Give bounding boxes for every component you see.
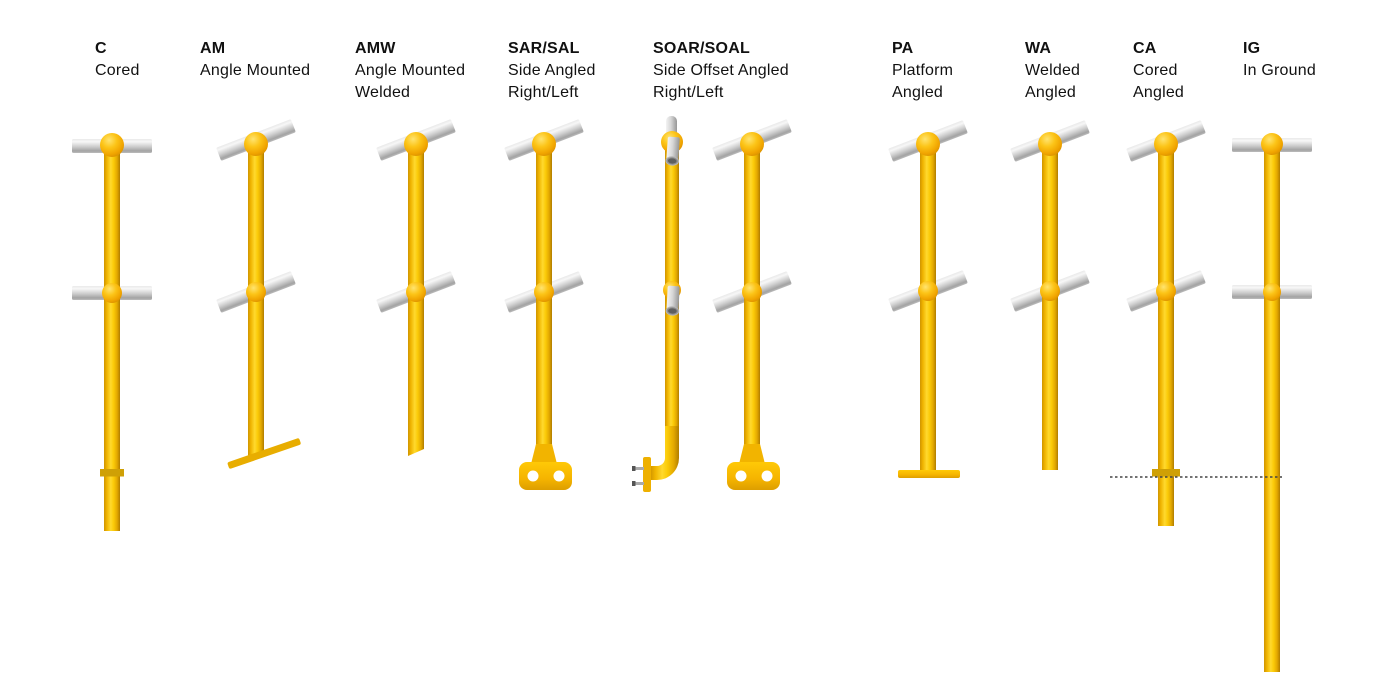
soar-side-bolt-hole-right — [761, 470, 773, 482]
type-desc-amw-2: Welded — [355, 84, 411, 101]
soar-top-stub-front — [666, 136, 680, 162]
am-angled-base-plate — [227, 438, 301, 469]
am-top-ball — [244, 132, 268, 156]
wa-post — [1042, 145, 1058, 470]
label-am: AM Angle Mounted — [200, 38, 310, 82]
c-mid-ball — [102, 283, 122, 303]
label-wa: WA Welded Angled — [1025, 38, 1080, 104]
stanchion-pa-graphic — [888, 120, 968, 478]
type-desc-wa-2: Angled — [1025, 84, 1077, 101]
pa-platform-base-plate — [898, 470, 960, 478]
stanchion-ca-graphic — [1126, 120, 1206, 526]
type-desc-pa-1: Platform — [892, 62, 954, 79]
type-code-amw: AMW — [355, 40, 396, 57]
type-desc-soar-1: Side Offset Angled — [653, 62, 789, 79]
stanchion-soar-front-graphic — [632, 116, 683, 492]
c-core-collar — [100, 469, 124, 477]
ca-core-collar — [1152, 469, 1180, 477]
soar-bolt-upper-head — [632, 466, 636, 471]
sar-bolt-hole-right — [553, 470, 565, 482]
soar-top-rail-end-on — [665, 136, 680, 166]
type-desc-am: Angle Mounted — [200, 62, 311, 79]
type-code-c: C — [95, 40, 107, 57]
label-pa: PA Platform Angled — [892, 38, 953, 104]
type-code-ca: CA — [1133, 40, 1157, 57]
type-desc-pa-2: Angled — [892, 84, 944, 101]
label-sar-sal: SAR/SAL Side Angled Right/Left — [508, 38, 596, 104]
type-code-soar: SOAR/SOAL — [653, 40, 750, 57]
ca-post — [1158, 145, 1174, 526]
type-desc-ig: In Ground — [1243, 62, 1316, 79]
pa-top-ball — [916, 132, 940, 156]
label-soar-soal: SOAR/SOAL Side Offset Angled Right/Left — [653, 38, 789, 104]
soar-mid-stub-front — [666, 285, 680, 312]
type-code-pa: PA — [892, 40, 914, 57]
ig-post — [1264, 145, 1280, 672]
pa-post — [920, 145, 936, 472]
c-post — [104, 145, 120, 531]
stanchion-wa-graphic — [1010, 120, 1090, 470]
stanchion-ig-graphic — [1232, 133, 1312, 672]
soar-side-top-ball — [740, 132, 764, 156]
sar-base-plate — [519, 462, 572, 490]
ca-mid-ball — [1156, 281, 1176, 301]
am-mid-ball — [246, 282, 266, 302]
soar-side-base-plate — [727, 462, 780, 490]
type-desc-wa-1: Welded — [1025, 62, 1081, 79]
type-code-wa: WA — [1025, 40, 1052, 57]
type-desc-sar-1: Side Angled — [508, 62, 596, 79]
soar-bolt-lower — [633, 482, 644, 485]
type-desc-soar-2: Right/Left — [653, 84, 724, 101]
amw-top-ball — [404, 132, 428, 156]
soar-top-stub-cap-inner — [667, 158, 677, 164]
type-desc-ca-2: Angled — [1133, 84, 1185, 101]
label-amw: AMW Angle Mounted Welded — [355, 38, 465, 104]
wa-top-ball — [1038, 132, 1062, 156]
sar-top-ball — [532, 132, 556, 156]
stanchion-amw-graphic — [376, 119, 456, 456]
soar-side-mid-ball — [742, 282, 762, 302]
type-desc-ca-1: Cored — [1133, 62, 1178, 79]
type-desc-amw-1: Angle Mounted — [355, 62, 466, 79]
soar-wall-flange — [643, 457, 651, 492]
sar-mid-ball — [534, 282, 554, 302]
label-c: C Cored — [95, 38, 140, 82]
ig-mid-ball — [1263, 283, 1281, 301]
type-desc-c: Cored — [95, 62, 140, 79]
soar-bolt-lower-head — [632, 481, 636, 486]
stanchion-am-graphic — [216, 119, 301, 469]
label-ig: IG In Ground — [1243, 38, 1316, 82]
amw-mid-ball — [406, 282, 426, 302]
type-code-am: AM — [200, 40, 226, 57]
ig-top-ball — [1261, 133, 1283, 155]
soar-side-post-flare — [739, 444, 765, 464]
soar-mid-stub-cap-inner — [668, 308, 677, 314]
sar-bolt-hole-left — [527, 470, 539, 482]
stanchion-soar-side-graphic — [712, 119, 792, 490]
wa-mid-ball — [1040, 281, 1060, 301]
pa-mid-ball — [918, 281, 938, 301]
sar-post-flare — [531, 444, 557, 464]
ca-top-ball — [1154, 132, 1178, 156]
stanchion-c-graphic — [72, 133, 152, 531]
type-desc-sar-2: Right/Left — [508, 84, 579, 101]
soar-bolt-upper — [633, 467, 644, 470]
soar-post-elbow — [650, 426, 679, 480]
soar-side-bolt-hole-left — [735, 470, 747, 482]
label-ca: CA Cored Angled — [1133, 38, 1184, 104]
type-code-sar: SAR/SAL — [508, 40, 580, 57]
c-top-ball — [100, 133, 124, 157]
soar-mid-rail-end-on — [665, 285, 680, 316]
stanchion-sar-sal-graphic — [504, 119, 584, 490]
type-code-ig: IG — [1243, 40, 1261, 57]
